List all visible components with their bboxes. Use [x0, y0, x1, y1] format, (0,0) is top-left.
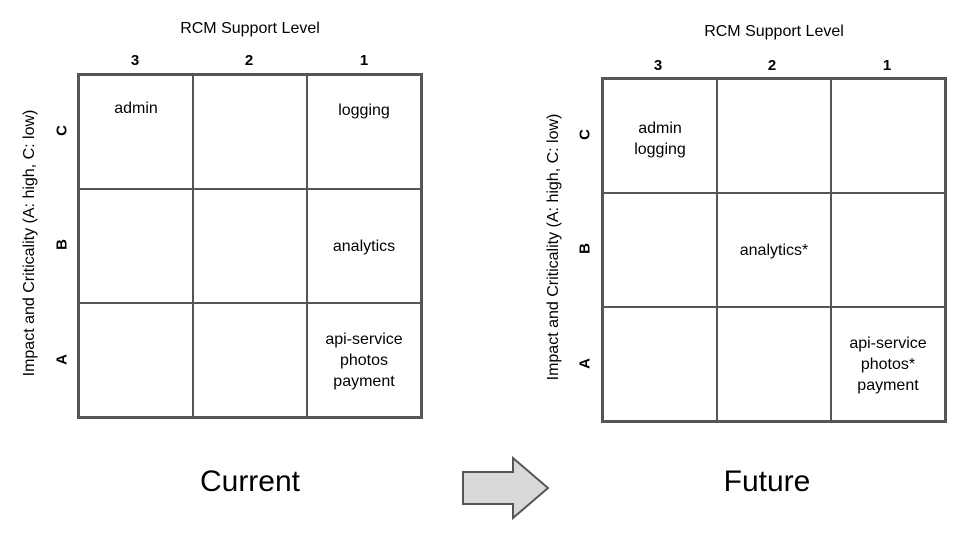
future-col-label-1: 1	[882, 57, 892, 74]
current-col-label-3: 3	[130, 52, 140, 69]
right-arrow-icon	[462, 455, 550, 521]
current-matrix: admin logging analytics api-service phot…	[77, 73, 423, 419]
future-cell-b3	[603, 193, 717, 307]
current-cell-c3: admin	[79, 75, 193, 189]
current-caption: Current	[199, 465, 301, 498]
future-row-label-c: C	[576, 129, 594, 140]
current-cell-b1: analytics	[307, 189, 421, 303]
current-cell-b2	[193, 189, 307, 303]
future-cell-c1	[831, 79, 945, 193]
future-col-label-2: 2	[767, 57, 777, 74]
current-cell-a2	[193, 303, 307, 417]
future-cell-b1	[831, 193, 945, 307]
future-matrix: admin logging analytics* api-service pho…	[601, 77, 947, 423]
future-panel: RCM Support Level 3 2 1 Impact and Criti…	[545, 23, 947, 498]
current-cell-a1: api-service photos payment	[307, 303, 421, 417]
current-cell-c2	[193, 75, 307, 189]
future-x-axis-title: RCM Support Level	[704, 23, 844, 40]
future-cell-a2	[717, 307, 831, 421]
current-x-axis-title: RCM Support Level	[180, 20, 320, 37]
current-panel: RCM Support Level 3 2 1 Impact and Criti…	[21, 20, 423, 498]
future-col-label-3: 3	[653, 57, 663, 74]
current-col-label-2: 2	[244, 52, 254, 69]
current-cell-a3	[79, 303, 193, 417]
future-cell-b2: analytics*	[717, 193, 831, 307]
future-row-label-a: A	[576, 358, 594, 369]
future-cell-a3	[603, 307, 717, 421]
current-col-label-1: 1	[359, 52, 369, 69]
current-cell-b3	[79, 189, 193, 303]
future-cell-c2	[717, 79, 831, 193]
future-cell-a1: api-service photos* payment	[831, 307, 945, 421]
future-y-axis-title: Impact and Criticality (A: high, C: low)	[545, 113, 562, 381]
future-row-label-b: B	[576, 243, 594, 254]
future-cell-c3: admin logging	[603, 79, 717, 193]
current-cell-c1: logging	[307, 75, 421, 189]
future-caption: Future	[723, 465, 811, 498]
